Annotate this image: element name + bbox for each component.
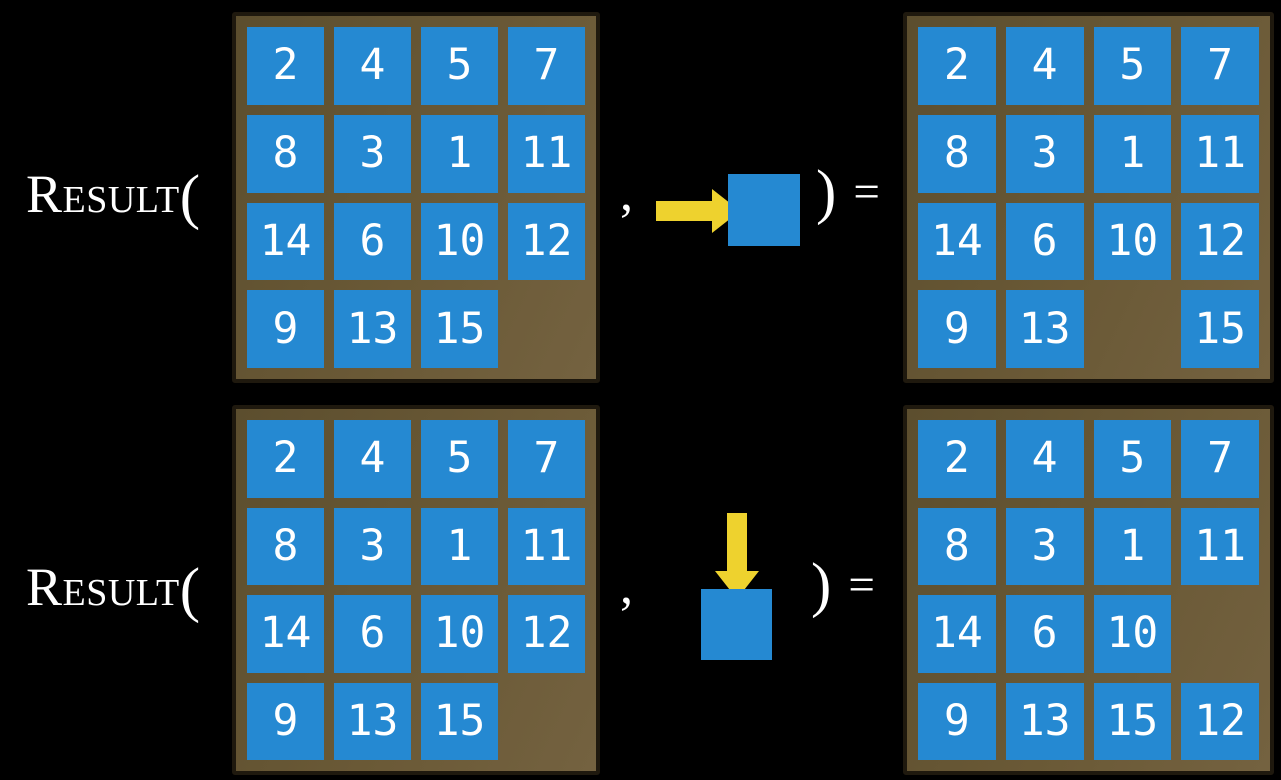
puzzle-tile-12: 12 [1181, 682, 1259, 760]
close-paren: ) [816, 159, 837, 226]
puzzle-tile-11: 11 [1181, 114, 1259, 193]
function-name-text: Result [26, 557, 180, 618]
puzzle-tile-1: 1 [1093, 114, 1172, 193]
puzzle-tile-8: 8 [247, 507, 324, 585]
down-arrow-icon [715, 513, 759, 601]
puzzle-tile-10: 10 [421, 202, 498, 281]
puzzle-tile-1: 1 [421, 507, 498, 585]
puzzle-tile-10: 10 [421, 595, 498, 673]
puzzle-tile-6: 6 [1005, 202, 1084, 281]
equals-sign: = [848, 559, 875, 611]
puzzle-tile-7: 7 [508, 420, 585, 498]
puzzle-tile-14: 14 [247, 202, 324, 281]
empty-cell [1181, 595, 1259, 673]
close-paren-equals: ) = [811, 555, 875, 616]
empty-cell [508, 290, 585, 368]
puzzle-tile-8: 8 [918, 507, 996, 585]
puzzle-tile-4: 4 [1005, 420, 1084, 498]
puzzle-tile-5: 5 [421, 27, 498, 105]
puzzle-tile-6: 6 [334, 202, 411, 281]
puzzle-tile-5: 5 [1093, 420, 1172, 498]
puzzle-tile-2: 2 [247, 27, 324, 105]
puzzle-tile-5: 5 [421, 420, 498, 498]
puzzle-tile-3: 3 [1005, 114, 1084, 193]
puzzle-tile-7: 7 [1181, 420, 1259, 498]
empty-cell [1094, 290, 1172, 368]
puzzle-tile-12: 12 [1181, 202, 1259, 281]
puzzle-tile-2: 2 [247, 420, 324, 498]
puzzle-tile-3: 3 [1005, 507, 1084, 585]
puzzle-tile-11: 11 [1181, 507, 1259, 585]
puzzle-tile-11: 11 [508, 114, 585, 193]
puzzle-tile-13: 13 [1005, 682, 1084, 760]
arrow-shaft [727, 513, 747, 573]
close-paren-equals: ) = [816, 162, 880, 223]
puzzle-tile-9: 9 [918, 682, 996, 760]
puzzle-tile-8: 8 [918, 114, 996, 193]
puzzle-tile-2: 2 [918, 27, 996, 105]
close-paren: ) [811, 552, 832, 619]
puzzle-tile-7: 7 [1181, 27, 1259, 105]
arrow-shaft [656, 201, 714, 221]
puzzle-tile-14: 14 [918, 595, 996, 673]
function-name-text: Result [26, 164, 180, 225]
result-function-label: Result( [26, 560, 200, 621]
puzzle-tile-15: 15 [1181, 290, 1259, 368]
puzzle-tile-4: 4 [334, 27, 411, 105]
puzzle-tile-6: 6 [1005, 595, 1084, 673]
puzzle-tile-11: 11 [508, 507, 585, 585]
puzzle-tile-1: 1 [421, 114, 498, 193]
puzzle-tile-5: 5 [1093, 27, 1172, 105]
puzzle-tile-9: 9 [247, 682, 324, 760]
puzzle-tile-1: 1 [1093, 507, 1172, 585]
action-tile-icon [701, 589, 772, 660]
puzzle-tile-15: 15 [421, 290, 498, 368]
open-paren: ( [179, 164, 201, 231]
puzzle-tile-8: 8 [247, 114, 324, 193]
puzzle-tile-12: 12 [508, 595, 585, 673]
puzzle-tile-13: 13 [1005, 290, 1084, 368]
puzzle-tile-10: 10 [1093, 202, 1172, 281]
comma-separator: , [620, 558, 633, 615]
puzzle-tile-9: 9 [918, 290, 996, 368]
comma-separator: , [620, 165, 633, 222]
puzzle-tile-12: 12 [508, 202, 585, 281]
puzzle-tile-4: 4 [1005, 27, 1084, 105]
puzzle-tile-14: 14 [247, 595, 324, 673]
puzzle-tile-3: 3 [334, 114, 411, 193]
empty-cell [508, 683, 585, 761]
puzzle-tile-15: 15 [421, 682, 498, 760]
puzzle-tile-15: 15 [1093, 682, 1172, 760]
puzzle-tile-13: 13 [334, 682, 411, 760]
puzzle-tile-9: 9 [247, 290, 324, 368]
puzzle-tile-2: 2 [918, 420, 996, 498]
puzzle-tile-4: 4 [334, 420, 411, 498]
result-function-label: Result( [26, 167, 200, 228]
puzzle-tile-10: 10 [1093, 595, 1172, 673]
puzzle-tile-3: 3 [334, 507, 411, 585]
equals-sign: = [853, 166, 880, 218]
puzzle-tile-6: 6 [334, 595, 411, 673]
puzzle-tile-14: 14 [918, 202, 996, 281]
open-paren: ( [179, 557, 201, 624]
action-tile-icon [728, 174, 800, 246]
puzzle-tile-13: 13 [334, 290, 411, 368]
puzzle-tile-7: 7 [508, 27, 585, 105]
